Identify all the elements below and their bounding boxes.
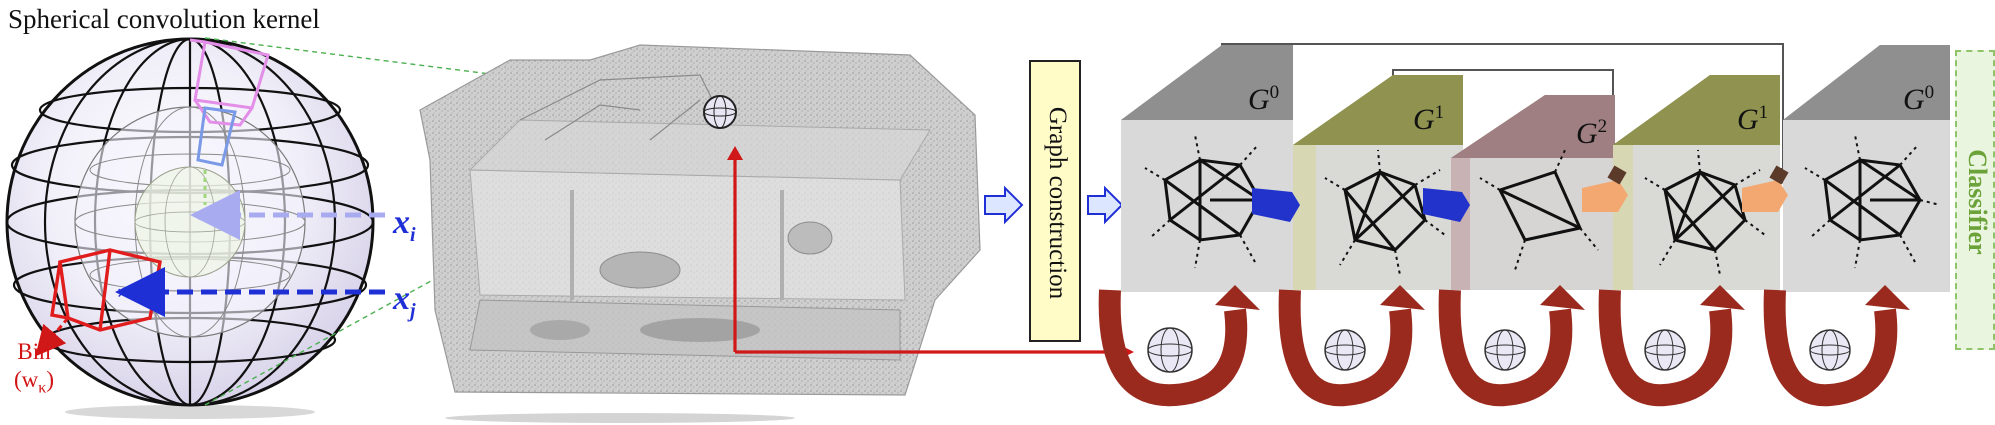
- unpooling-arrows: [1582, 165, 1789, 212]
- classifier-box: Classifier: [1955, 50, 1995, 350]
- graph-level-label-0: G0: [1248, 82, 1279, 117]
- graph-construction-box: Graph construction: [1029, 60, 1081, 342]
- graph-block-0: [1121, 45, 1293, 292]
- classifier-label: Classifier: [1963, 149, 1992, 255]
- pooling-arrows: [1252, 188, 1470, 222]
- graph-block-2: [1451, 95, 1615, 290]
- graph-level-label-2: G2: [1576, 116, 1607, 151]
- graph-block-3: [1613, 75, 1780, 290]
- graph-level-base-1: G: [1413, 103, 1435, 136]
- xi-label: xi: [393, 204, 416, 247]
- svg-text:×: ×: [117, 283, 128, 303]
- bin-weight: (wκ): [14, 366, 54, 403]
- kernel-title: Spherical convolution kernel: [8, 4, 320, 34]
- bin-weight-close: ): [46, 367, 55, 392]
- graph-level-label-3: G1: [1737, 102, 1768, 137]
- input-arrows: [984, 185, 1124, 225]
- graph-level-base-0: G: [1248, 83, 1270, 116]
- graph-level-label-1: G1: [1413, 102, 1444, 137]
- graph-block-1: [1293, 75, 1463, 290]
- graph-level-base-2: G: [1576, 117, 1598, 150]
- graph-level-sup-1: 1: [1434, 102, 1445, 123]
- graph-level-sup-2: 2: [1597, 116, 1608, 137]
- graph-level-base-4: G: [1903, 83, 1925, 116]
- xj-base: x: [393, 280, 410, 317]
- xi-sub: i: [410, 223, 416, 246]
- curl-arrows: [1098, 285, 1910, 407]
- graph-level-base-3: G: [1737, 103, 1759, 136]
- svg-text:×: ×: [197, 206, 208, 226]
- bin-weight-sub: κ: [38, 379, 47, 397]
- xj-sub: j: [410, 299, 416, 322]
- graph-construction-label: Graph construction: [1044, 106, 1071, 300]
- point-cloud: [419, 44, 981, 423]
- bin-label: Bin (wκ): [14, 338, 54, 403]
- graph-level-sup-4: 0: [1924, 82, 1935, 103]
- graph-level-sup-0: 0: [1269, 82, 1280, 103]
- xi-base: x: [393, 204, 410, 241]
- spherical-kernel: × ×: [5, 37, 385, 419]
- bin-word: Bin: [17, 339, 51, 364]
- bin-weight-open: (w: [14, 367, 39, 392]
- graph-level-sup-3: 1: [1758, 102, 1769, 123]
- graph-block-4: [1783, 45, 1950, 292]
- graph-level-label-4: G0: [1903, 82, 1934, 117]
- xj-label: xj: [393, 280, 416, 323]
- feedback-arrow: [733, 158, 1120, 354]
